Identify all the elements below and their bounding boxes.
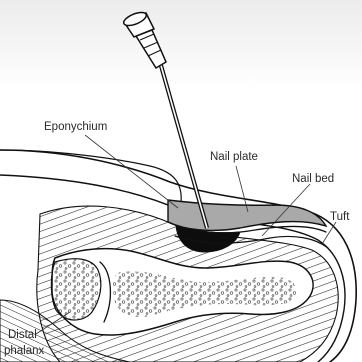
label-nail-bed: Nail bed bbox=[292, 173, 334, 185]
label-tuft: Tuft bbox=[330, 211, 350, 223]
label-eponychium: Eponychium bbox=[44, 121, 107, 133]
label-distal: Distal bbox=[8, 329, 37, 341]
label-phalanx: phalanx bbox=[4, 345, 45, 357]
label-nail-plate: Nail plate bbox=[210, 151, 258, 163]
